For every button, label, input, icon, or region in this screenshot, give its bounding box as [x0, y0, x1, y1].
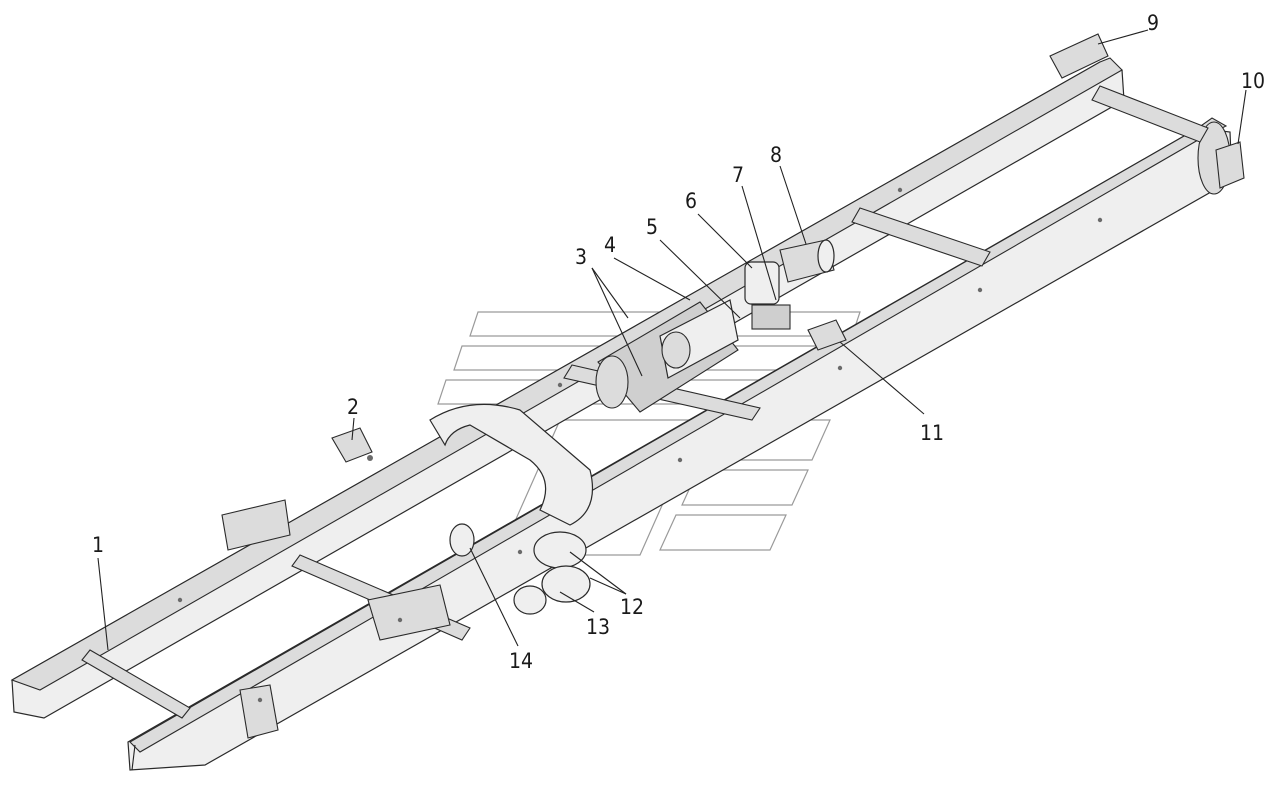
callout-13: 13 — [586, 615, 610, 639]
callout-1: 1 — [92, 533, 104, 557]
callout-2: 2 — [347, 395, 359, 419]
air-dryer-assembly — [744, 239, 835, 330]
valve-2 — [331, 427, 373, 463]
frame-holes — [177, 187, 1103, 703]
rear-brackets — [1049, 33, 1245, 189]
right-frame-rail — [127, 117, 1233, 771]
valve-11 — [807, 319, 847, 351]
callout-3: 3 — [575, 245, 587, 269]
callout-9: 9 — [1147, 11, 1159, 35]
callout-5: 5 — [646, 215, 658, 239]
callout-8: 8 — [770, 143, 782, 167]
callout-7: 7 — [732, 163, 744, 187]
callout-labels: 1 2 3 4 5 6 7 8 9 10 11 12 13 14 — [92, 11, 1265, 673]
leader-lines — [97, 29, 1247, 651]
air-receivers — [595, 299, 739, 413]
callout-14: 14 — [509, 649, 533, 673]
callout-4: 4 — [604, 233, 616, 257]
brake-chambers — [449, 523, 591, 615]
callout-12: 12 — [620, 595, 644, 619]
suspension-cradle — [429, 403, 594, 526]
left-frame-rail — [10, 57, 1125, 719]
callout-6: 6 — [685, 189, 697, 213]
callout-10: 10 — [1241, 69, 1265, 93]
callout-11: 11 — [920, 421, 944, 445]
front-brackets — [221, 499, 451, 739]
